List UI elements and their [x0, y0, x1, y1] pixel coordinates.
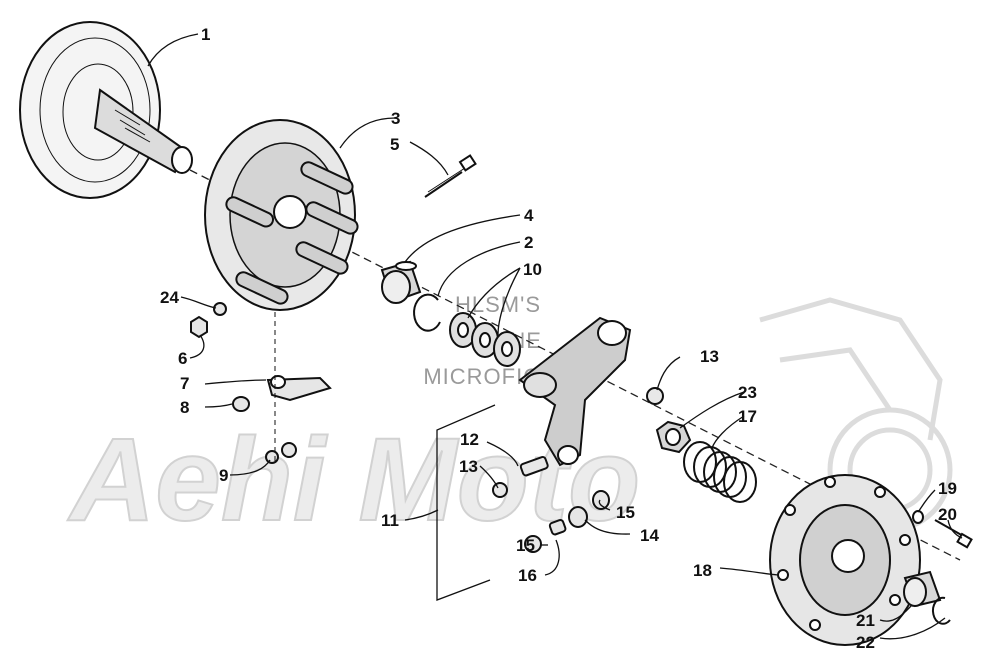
nut-23 [655, 420, 692, 454]
callout-23: 23 [738, 383, 757, 402]
callout-20: 20 [938, 505, 957, 524]
spring-17 [683, 441, 757, 503]
callout-21: 21 [856, 611, 875, 630]
callout-3: 3 [391, 109, 400, 128]
callout-13-lower: 13 [459, 457, 478, 476]
bolt-5 [424, 154, 477, 198]
callout-labels: 1 3 5 4 2 10 24 6 7 8 9 11 12 13 13 23 1… [160, 25, 957, 652]
callout-6: 6 [178, 349, 187, 368]
callout-16: 16 [518, 566, 537, 585]
hardware-6-9-24 [190, 302, 332, 465]
spider-11 [518, 316, 632, 467]
callout-17: 17 [738, 407, 757, 426]
callout-19: 19 [938, 479, 957, 498]
callout-1: 1 [201, 25, 210, 44]
callout-12: 12 [460, 430, 479, 449]
fixed-sheave-part [19, 21, 193, 199]
leader-lines [147, 33, 963, 640]
snap-ring-2 [413, 293, 441, 332]
movable-sheave-part [204, 119, 359, 311]
cover-18 [769, 474, 921, 646]
callout-22: 22 [856, 633, 875, 652]
watermark-line1: HLSM'S [455, 292, 541, 317]
callout-8: 8 [180, 398, 189, 417]
callout-14: 14 [640, 526, 659, 545]
callout-4: 4 [524, 206, 534, 225]
bushing-4 [380, 260, 422, 304]
callout-13-upper: 13 [700, 347, 719, 366]
ring-22 [932, 596, 951, 625]
callout-24: 24 [160, 288, 179, 307]
callout-10: 10 [523, 260, 542, 279]
callout-18: 18 [693, 561, 712, 580]
callout-5: 5 [390, 135, 399, 154]
callout-7: 7 [180, 374, 189, 393]
bushing-21 [903, 570, 942, 608]
pin-12 [492, 387, 664, 498]
callout-15-left: 15 [516, 536, 535, 555]
callout-9: 9 [219, 466, 228, 485]
washers-10 [449, 312, 521, 367]
callout-15-right: 15 [616, 503, 635, 522]
rollers-14-15-16 [524, 490, 610, 553]
callout-2: 2 [524, 233, 533, 252]
callout-11: 11 [381, 511, 399, 530]
